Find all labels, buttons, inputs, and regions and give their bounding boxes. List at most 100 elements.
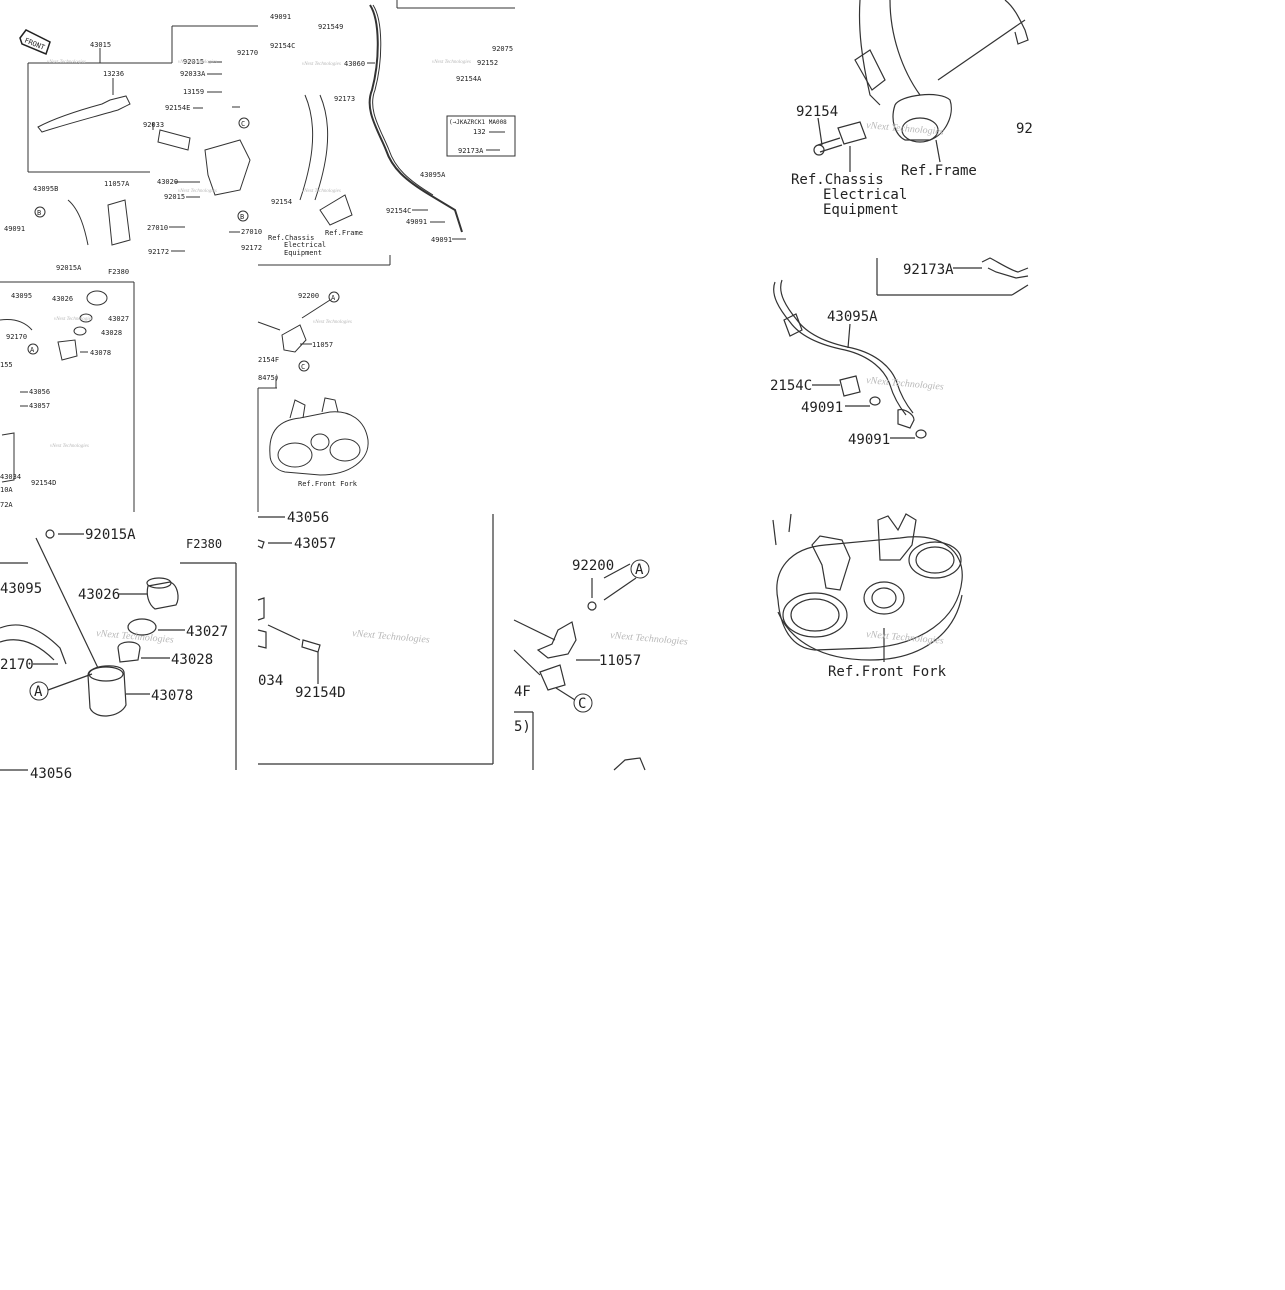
- bracket-shape: [107, 199, 131, 246]
- part-label: 92033A: [180, 70, 206, 78]
- panel-border: [788, 513, 792, 533]
- banjo-bolt-shape: [839, 375, 861, 397]
- callout-letter: A: [30, 346, 35, 354]
- part-label: 11057: [312, 341, 333, 349]
- callout-circle: [27, 343, 39, 355]
- callout-circle: [328, 291, 340, 303]
- watermark: vNext Technologies: [432, 60, 471, 65]
- part-label: 43057: [29, 402, 50, 410]
- panel-top-left: [19, 0, 516, 266]
- fork-hole-inner: [790, 598, 840, 632]
- brake-hose-shape: [372, 4, 434, 196]
- plate-shape: [117, 641, 141, 663]
- watermark: vNext Technologies: [352, 628, 430, 646]
- leader-line: [513, 619, 556, 641]
- part-label: 92015A: [85, 527, 136, 543]
- bracket-shape: [257, 629, 267, 649]
- part-label: 92015A: [56, 264, 82, 272]
- bracket-shape: [257, 597, 265, 621]
- clamp-tab-shape: [877, 513, 917, 561]
- part-label: 49091: [431, 236, 452, 244]
- leader-line: [772, 519, 777, 546]
- panel-top-left-callouts: C B B: [34, 117, 250, 222]
- bracket-shape: [281, 324, 307, 353]
- panel-mid-center-labels: 92200 11057 2154F 8475) Ref.Front Fork A…: [258, 291, 358, 488]
- top-clamp-shape: [269, 411, 369, 476]
- plate-shape: [73, 326, 87, 336]
- part-label: 92172: [148, 248, 169, 256]
- panel-mid-center: [257, 299, 369, 512]
- callout-circle: [630, 559, 650, 579]
- panel-top-right: [773, 0, 1029, 439]
- panel-mid-left-labels: 92015A F2380 43095 43026 43027 43028 921…: [0, 264, 129, 509]
- top-clamp-edge: [777, 594, 963, 661]
- part-label: 11057A: [104, 180, 130, 188]
- part-label: 2154F: [258, 356, 279, 364]
- ref-label: Electrical: [284, 241, 326, 249]
- part-label: 72A: [0, 501, 13, 509]
- fork-hole-shape: [329, 438, 361, 462]
- panel-zoom-center: [257, 514, 494, 765]
- part-label: 92154D: [31, 479, 56, 487]
- part-label: 27010: [147, 224, 168, 232]
- hose-shape: [0, 319, 33, 331]
- callout-letter: B: [240, 213, 244, 221]
- brake-hose-shape: [773, 281, 907, 416]
- part-label: 43020: [157, 178, 178, 186]
- part-label: 43095: [11, 292, 32, 300]
- part-label: 132: [473, 128, 486, 136]
- part-label: 43028: [171, 652, 213, 668]
- reservoir-body-shape: [87, 665, 127, 717]
- watermark: vNext Technologies: [302, 189, 341, 194]
- part-label: 92154: [271, 198, 292, 206]
- part-label: 43034: [0, 473, 21, 481]
- connector-shape: [837, 121, 867, 145]
- callout-letter: A: [331, 294, 336, 302]
- leader-line: [847, 323, 851, 349]
- part-label: 43095B: [33, 185, 58, 193]
- callout-circle: [298, 360, 310, 372]
- part-label: 4F: [514, 684, 531, 700]
- part-label: F2380: [108, 268, 129, 276]
- part-label: 43057: [294, 536, 336, 552]
- panel-zoom-center-2-labels: 92200 11057 4F 5) A C: [514, 558, 650, 735]
- part-label: 43056: [29, 388, 50, 396]
- leader-line: [555, 687, 576, 701]
- part-label: 034: [258, 673, 283, 689]
- part-label: 43060: [344, 60, 365, 68]
- part-label: 92075: [492, 45, 513, 53]
- ref-label: Ref.Frame: [901, 163, 977, 179]
- part-label: 92033: [143, 121, 164, 129]
- part-label: 92173: [334, 95, 355, 103]
- panel-zoom-left-labels: 92015A F2380 43095 43026 43027 43028 217…: [0, 527, 228, 782]
- watermark: vNext Technologies: [866, 375, 944, 393]
- reservoir-body-shape: [57, 339, 78, 361]
- part-label: 43027: [186, 624, 228, 640]
- ref-label: Electrical: [823, 187, 907, 203]
- leader-line: [267, 624, 301, 641]
- frame-plate-shape: [854, 49, 886, 91]
- front-arrow-icon: [19, 29, 51, 56]
- top-clamp-shape: [776, 536, 963, 651]
- callout-circle: [573, 693, 593, 713]
- callout-circle: [29, 681, 49, 701]
- stem-hole-inner: [871, 587, 897, 609]
- ref-label: Ref.Front Fork: [828, 664, 947, 680]
- fork-hole-shape: [782, 592, 848, 638]
- fork-hole-inner: [915, 546, 955, 574]
- callout-letter: C: [241, 120, 245, 128]
- hose-fitting-shape: [783, 313, 803, 337]
- part-label: 8475): [258, 374, 279, 382]
- frame-mount-shape: [319, 194, 353, 226]
- part-label: 2154C: [770, 378, 812, 394]
- ref-label: Ref.Frame: [325, 229, 363, 237]
- ref-label: Ref.Chassis: [791, 172, 884, 188]
- clip-shape: [987, 267, 1029, 279]
- ref-label: Equipment: [284, 249, 322, 257]
- part-label: 155: [0, 361, 13, 369]
- ref-label: Equipment: [823, 202, 899, 218]
- watermark: vNext Technologies: [178, 60, 217, 65]
- washer-shape: [915, 429, 927, 439]
